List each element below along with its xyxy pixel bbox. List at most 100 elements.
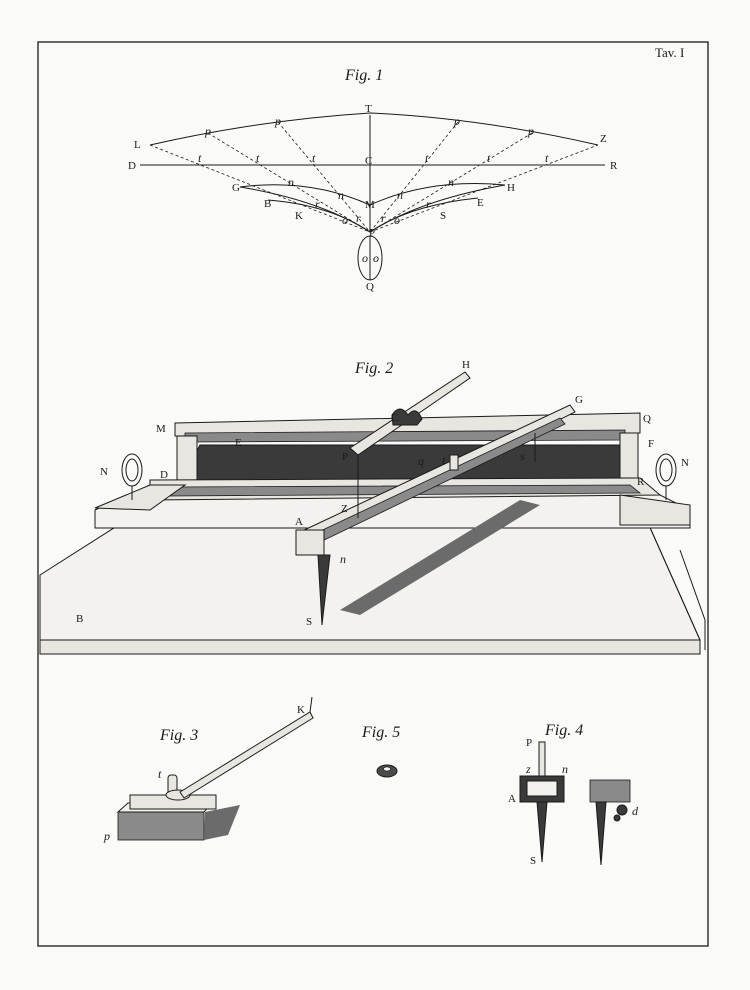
fig5-title: Fig. 5 bbox=[361, 724, 400, 741]
fig2-label-z: Z bbox=[341, 503, 348, 515]
fig1-label-c: C bbox=[365, 155, 372, 167]
fig2-label-f: F bbox=[648, 438, 654, 450]
fig2-ring-right-inner bbox=[659, 458, 673, 482]
fig4-label-z: z bbox=[525, 762, 531, 776]
fig2-label-d: D bbox=[160, 469, 168, 481]
fig2-ring-left-inner bbox=[125, 458, 139, 482]
fig2-label-c: C bbox=[391, 412, 398, 424]
fig1-label-r: r bbox=[315, 197, 320, 211]
fig3-arm-k bbox=[179, 711, 314, 799]
fig4-label-s: S bbox=[530, 855, 536, 867]
fig2-label-s-small: s bbox=[520, 449, 525, 463]
fig2-label-m: M bbox=[156, 423, 166, 435]
fig1-label-r: r bbox=[426, 197, 431, 211]
fig2-label-p: P bbox=[342, 451, 348, 463]
fig1-label-q: Q bbox=[366, 281, 374, 293]
fig3-label-p: p bbox=[103, 829, 110, 843]
fig1-label-l: L bbox=[134, 139, 141, 151]
fig2-label-n-left: N bbox=[100, 466, 108, 478]
fig1-label-n: n bbox=[338, 188, 344, 202]
fig1-label-b: B bbox=[264, 198, 271, 210]
fig2-title: Fig. 2 bbox=[354, 360, 393, 377]
fig1-label-m: M bbox=[365, 199, 375, 211]
fig1-label-o: o bbox=[362, 251, 368, 265]
fig1-label-r: r bbox=[356, 211, 361, 225]
fig4-label-a: A bbox=[508, 793, 516, 805]
fig1-label-t-small: t bbox=[425, 151, 429, 165]
fig1-label-t-small: t bbox=[487, 151, 491, 165]
fig2-pin-t bbox=[449, 454, 459, 471]
fig1-label-p: P bbox=[369, 227, 375, 239]
fig1-label-o: o bbox=[373, 251, 379, 265]
fig1-label-p-small: p bbox=[274, 114, 281, 128]
fig2-label-t: t bbox=[442, 453, 446, 467]
fig1-label-r: R bbox=[610, 160, 618, 172]
fig1-curve-inner bbox=[239, 184, 506, 233]
fig2-label-s: S bbox=[306, 616, 312, 628]
fig4-block-a-window bbox=[526, 780, 558, 797]
fig4-label-p: P bbox=[526, 737, 532, 749]
fig2-leg-right bbox=[619, 432, 639, 479]
figure-5: Fig. 5 bbox=[361, 724, 400, 778]
fig1-envelope-lines bbox=[149, 144, 599, 233]
fig2-leg-left bbox=[176, 435, 198, 482]
fig1-label-t-small: t bbox=[256, 151, 260, 165]
fig1-label-p-small: p bbox=[204, 124, 211, 138]
fig2-board-flank bbox=[679, 549, 706, 650]
fig4-screw-d bbox=[616, 804, 628, 816]
fig2-block-a bbox=[295, 529, 325, 556]
fig1-label-t-small: t bbox=[545, 151, 549, 165]
fig1-label-s: S bbox=[440, 210, 446, 222]
fig1-label-e: E bbox=[477, 197, 484, 209]
fig2-label-a: A bbox=[295, 516, 303, 528]
figure-2: Fig. 2 bbox=[39, 359, 706, 655]
fig3-title: Fig. 3 bbox=[159, 727, 198, 744]
plate-border bbox=[37, 41, 709, 947]
fig3-shadow bbox=[204, 805, 240, 840]
fig1-label-d: D bbox=[128, 160, 136, 172]
fig2-stylus-s bbox=[317, 554, 331, 626]
fig4-stylus-s bbox=[536, 801, 548, 863]
fig2-clamp-c bbox=[391, 408, 423, 426]
fig3-arm-tip bbox=[309, 696, 313, 713]
fig4-block-right bbox=[589, 779, 631, 803]
fig3-block-lower bbox=[117, 811, 205, 841]
fig1-curve-gmh bbox=[239, 183, 506, 206]
fig4-rod-p bbox=[538, 741, 546, 778]
fig1-label-r: r bbox=[381, 211, 386, 225]
fig1-label-t-small: t bbox=[198, 151, 202, 165]
fig1-label-n: n bbox=[397, 188, 403, 202]
fig5-washer-hole bbox=[383, 766, 391, 772]
fig2-label-q: Q bbox=[643, 413, 651, 425]
fig1-label-o: o bbox=[342, 213, 348, 227]
fig1-label-t-small: t bbox=[312, 151, 316, 165]
fig4-label-n: n bbox=[562, 762, 568, 776]
fig1-ray bbox=[207, 132, 371, 233]
fig4-title: Fig. 4 bbox=[544, 722, 583, 739]
fig4-stylus-right bbox=[595, 801, 607, 866]
fig1-label-g: G bbox=[232, 182, 240, 194]
fig1-label-z: Z bbox=[600, 133, 607, 145]
fig1-ray bbox=[369, 121, 459, 233]
figure-1: Fig. 1 T L Z D R C G H B E K S M P Q bbox=[128, 67, 618, 293]
fig1-label-k: K bbox=[295, 210, 303, 222]
figure-4: Fig. 4 P z n A S d bbox=[508, 722, 639, 867]
fig1-arc-ltz bbox=[149, 112, 599, 146]
fig2-label-q-small: q bbox=[418, 454, 424, 468]
fig1-ray bbox=[277, 121, 371, 233]
fig2-label-g: G bbox=[575, 394, 583, 406]
fig2-label-b: B bbox=[76, 613, 83, 625]
fig2-label-r: R bbox=[637, 476, 645, 488]
fig1-label-n: n bbox=[448, 175, 454, 189]
fig1-title: Fig. 1 bbox=[344, 67, 383, 84]
fig4-label-d: d bbox=[632, 804, 639, 818]
figure-3: Fig. 3 K t p bbox=[103, 696, 314, 843]
fig1-label-p-small: p bbox=[453, 114, 460, 128]
fig2-label-e: E bbox=[235, 437, 242, 449]
fig1-label-t: T bbox=[365, 103, 372, 115]
fig3-label-k: K bbox=[297, 704, 305, 716]
fig2-label-n: n bbox=[340, 552, 346, 566]
plate-label: Tav. I bbox=[655, 45, 684, 60]
fig1-label-p-small: p bbox=[527, 124, 534, 138]
fig1-label-n: n bbox=[288, 175, 294, 189]
